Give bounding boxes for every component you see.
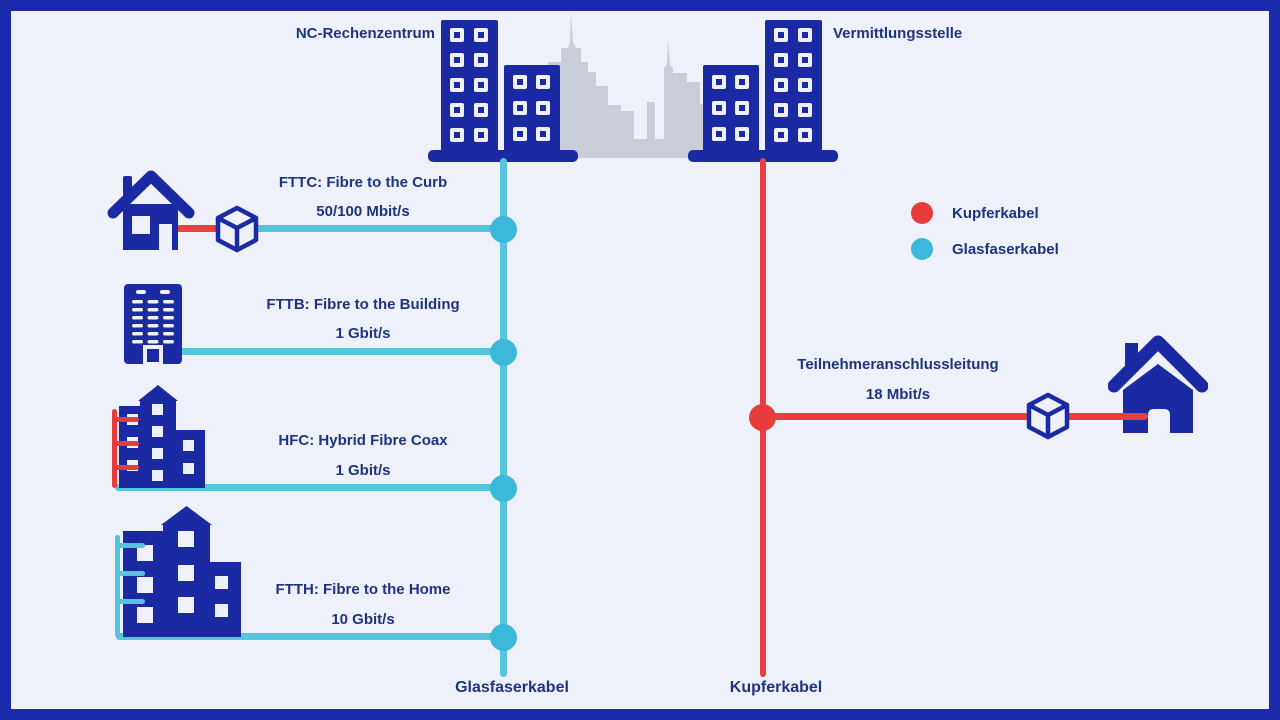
subscriber-line-title: Teilnehmeranschlussleitung bbox=[797, 356, 999, 373]
legend-label: Kupferkabel bbox=[952, 204, 1039, 222]
city-skyline-icon bbox=[548, 12, 720, 158]
fttb-title: FTTB: Fibre to the Building bbox=[266, 296, 460, 313]
legend-item-fiber: Glasfaserkabel bbox=[911, 238, 1059, 260]
ftth-speed: 10 Gbit/s bbox=[331, 611, 395, 628]
hfc-title: HFC: Hybrid Fibre Coax bbox=[278, 432, 448, 449]
exchange-label: Vermittlungsstelle bbox=[833, 25, 963, 42]
ftth-fiber-drop-line bbox=[116, 633, 503, 640]
fttb-speed: 1 Gbit/s bbox=[335, 325, 391, 342]
copper-cable-label: Kupferkabel bbox=[729, 679, 823, 696]
datacenter-label: NC-Rechenzentrum bbox=[295, 25, 435, 42]
fiber-cable-label: Glasfaserkabel bbox=[455, 679, 569, 696]
copper-node-dot bbox=[749, 404, 776, 431]
datacenter-buildings-icon bbox=[428, 20, 578, 162]
fttc-copper-drop-line bbox=[176, 225, 222, 232]
hfc-apartment-building-icon bbox=[112, 385, 205, 488]
subscriber-copper-line-right bbox=[1064, 413, 1148, 420]
legend-item-copper: Kupferkabel bbox=[911, 202, 1059, 224]
legend: Kupferkabel Glasfaserkabel bbox=[911, 202, 1059, 260]
subscriber-line-speed: 18 Mbit/s bbox=[865, 386, 931, 403]
ftth-title: FTTH: Fibre to the Home bbox=[275, 581, 451, 598]
fttc-distribution-box-icon bbox=[215, 205, 259, 253]
copper-legend-dot-icon bbox=[911, 202, 933, 224]
ftth-inhouse-fiber-lines bbox=[115, 535, 145, 637]
legend-label: Glasfaserkabel bbox=[952, 240, 1059, 258]
fttb-fiber-node-dot bbox=[490, 339, 517, 366]
ftth-fiber-node-dot bbox=[490, 624, 517, 651]
fiber-trunk-line bbox=[500, 158, 507, 677]
subscriber-distribution-box-icon bbox=[1026, 392, 1070, 440]
fttc-fiber-node-dot bbox=[490, 216, 517, 243]
fttb-office-building-icon bbox=[124, 284, 182, 366]
hfc-fiber-node-dot bbox=[490, 475, 517, 502]
fiber-legend-dot-icon bbox=[911, 238, 933, 260]
exchange-buildings-icon bbox=[688, 20, 838, 162]
hfc-speed: 1 Gbit/s bbox=[335, 462, 391, 479]
fttc-title: FTTC: Fibre to the Curb bbox=[278, 174, 448, 191]
fttc-house-icon bbox=[107, 170, 195, 250]
subscriber-copper-line-left bbox=[763, 413, 1029, 420]
hfc-fiber-drop-line bbox=[115, 484, 503, 491]
fttc-speed: 50/100 Mbit/s bbox=[316, 203, 410, 220]
fttb-fiber-drop-line bbox=[160, 348, 503, 355]
hfc-inhouse-copper-lines bbox=[112, 409, 139, 488]
fttc-fiber-drop-line bbox=[252, 225, 503, 232]
ftth-apartment-building-icon bbox=[115, 506, 241, 637]
